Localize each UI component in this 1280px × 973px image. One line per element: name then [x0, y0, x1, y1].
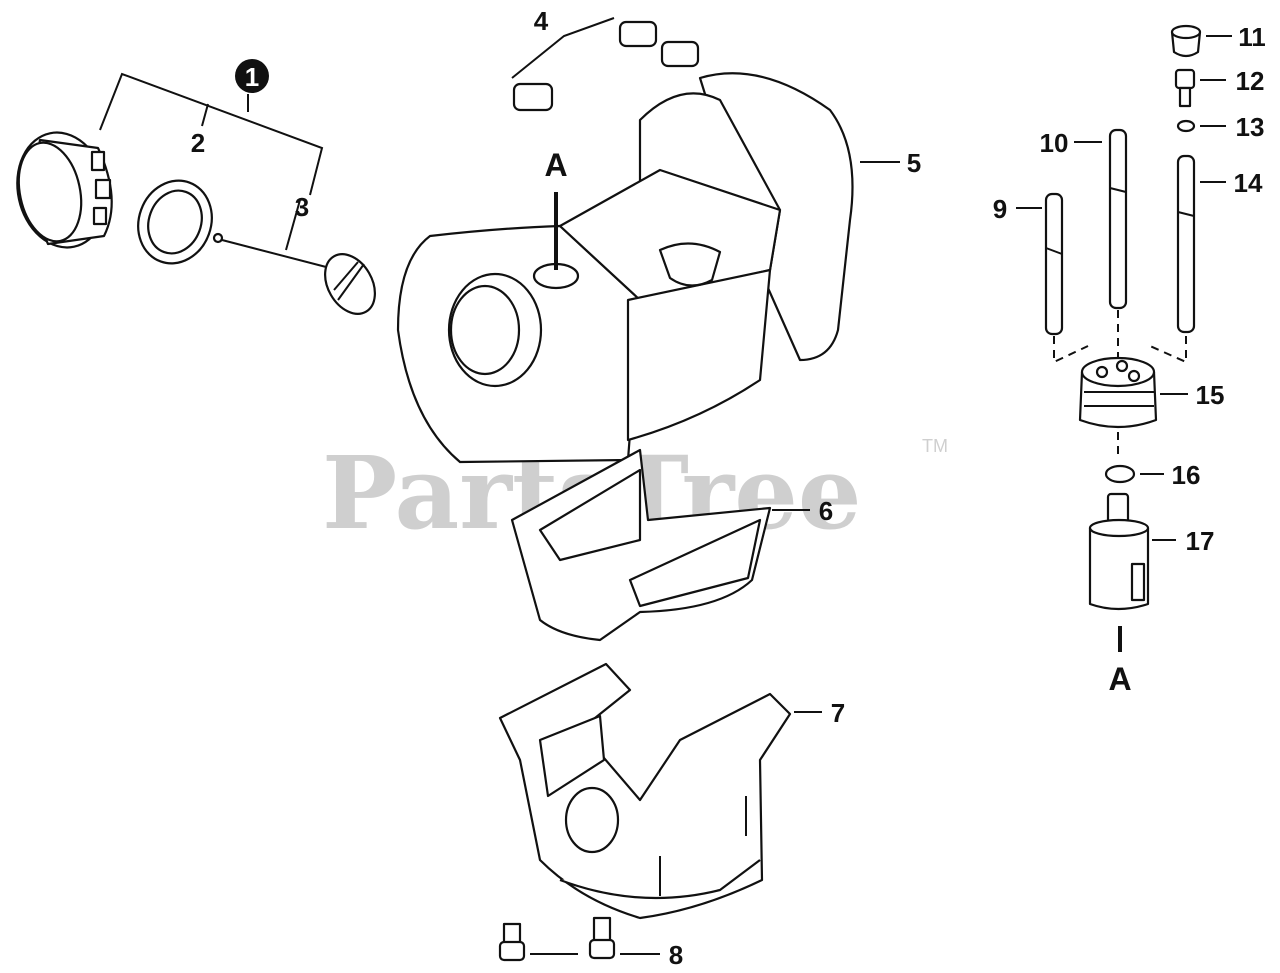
callout-4-label: 4	[534, 6, 549, 36]
callout-14-label: 14	[1234, 168, 1263, 198]
callout-17-label: 17	[1186, 526, 1215, 556]
callout-1-badge	[235, 59, 269, 93]
fuel-line-10	[1108, 128, 1128, 310]
watermark-trademark: TM	[922, 436, 948, 456]
reference-a-bottom: A	[1108, 626, 1132, 697]
callout-5-label: 5	[907, 148, 921, 178]
tank-grommet-15	[1078, 356, 1158, 429]
tank-cradle	[510, 448, 772, 642]
callout-9-label: 9	[993, 194, 1007, 224]
callout-10-label: 10	[1040, 128, 1069, 158]
gasket-ring	[137, 179, 213, 265]
callout-6-label: 6	[819, 496, 833, 526]
fuel-line-9	[1044, 192, 1064, 336]
callout-1-bracket: 1	[99, 59, 324, 251]
callout-7-label: 7	[831, 698, 845, 728]
mounting-screws	[498, 916, 616, 962]
reference-a-top-label: A	[544, 147, 567, 183]
rubber-dampers	[512, 20, 700, 112]
ring-16	[1104, 464, 1136, 484]
o-ring-13	[1176, 119, 1196, 133]
tank-guard	[498, 662, 792, 920]
callout-11-label: 11	[1238, 22, 1266, 52]
callout-3-label: 3	[295, 192, 309, 222]
reference-a-bottom-label: A	[1108, 661, 1131, 697]
callout-2-label: 2	[191, 128, 205, 158]
callout-8-label: 8	[669, 940, 683, 970]
callout-13-label: 13	[1236, 112, 1265, 142]
grommet-11	[1170, 24, 1202, 58]
fuel-cap	[16, 131, 113, 249]
fuel-tank	[396, 72, 854, 464]
connector-12	[1174, 68, 1196, 108]
fuel-line-14	[1176, 154, 1196, 334]
cap-strainer	[212, 232, 376, 315]
callout-1-label: 1	[245, 62, 259, 92]
callout-15-label: 15	[1196, 380, 1225, 410]
callout-4-bracket: 4	[511, 6, 615, 79]
fuel-filter-17	[1088, 492, 1150, 611]
callout-16-label: 16	[1172, 460, 1201, 490]
callout-12-label: 12	[1236, 66, 1265, 96]
reference-a-top: A	[544, 147, 568, 270]
